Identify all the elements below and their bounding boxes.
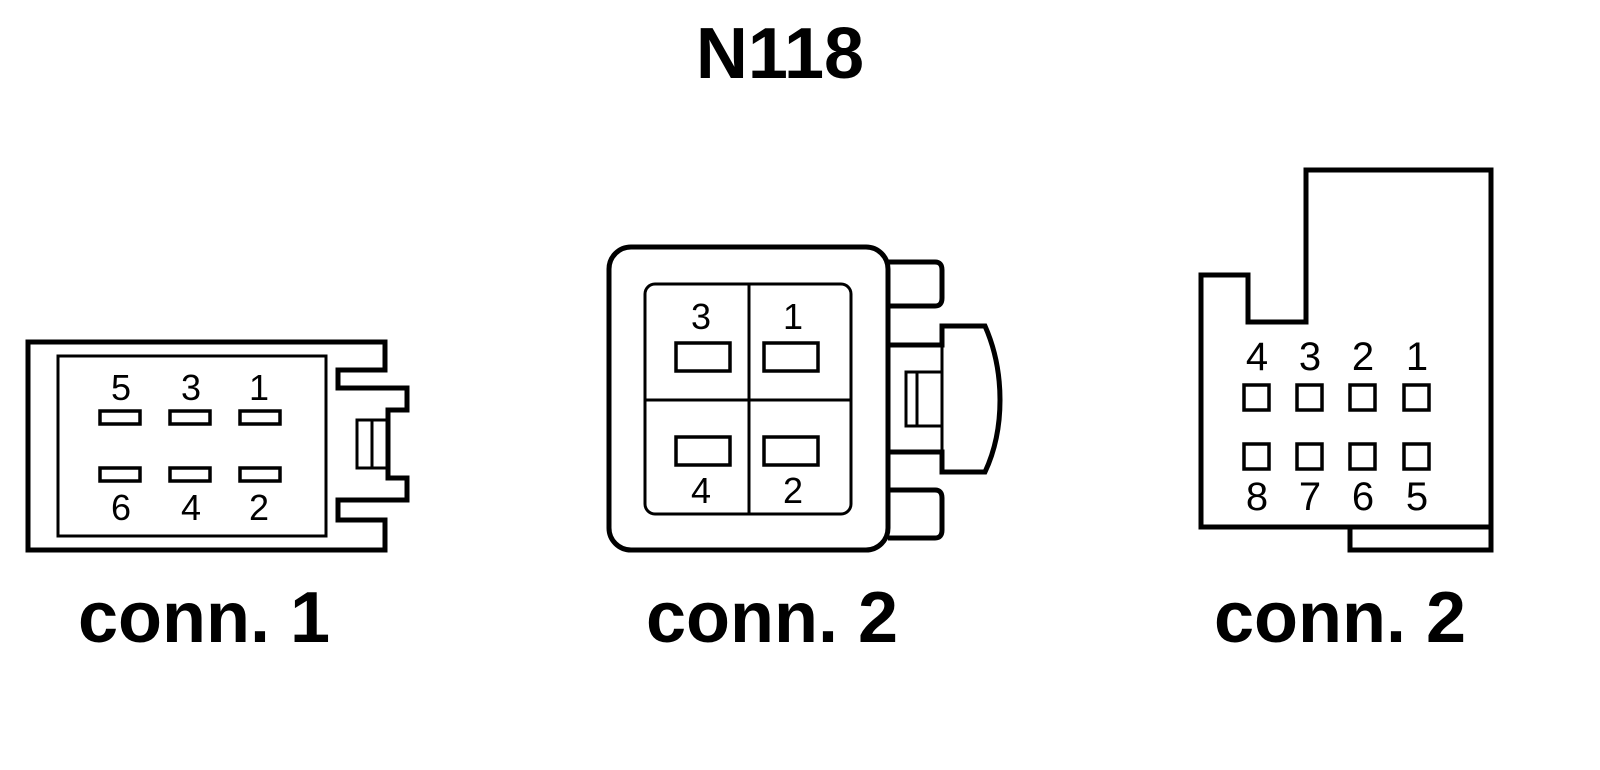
connector-2a-label: conn. 2 [646,578,898,658]
connector-1-pin-label: 1 [249,367,269,408]
connector-1-pin-4 [168,466,212,483]
connector-1-inner-frame [56,354,328,538]
connector-1-pin-2 [238,466,282,483]
connector-2b-pin-8 [1242,442,1271,471]
connector-2a-pin-4 [674,435,732,467]
connector-2b-label: conn. 2 [1214,578,1466,658]
connector-1-pin-3 [168,409,212,426]
connector-2b-pin-5 [1402,442,1431,471]
connector-2a-pin-label: 4 [691,470,711,511]
connector-2a-bottom-tab [888,487,945,541]
connector-2a-latch-slot [904,370,944,428]
connector-2a-housing [606,244,891,553]
connector-2b-pin-2 [1348,383,1377,412]
connector-2b-pin-label: 3 [1299,335,1321,379]
connector-2b-pin-label: 4 [1246,335,1268,379]
connector-2a-pin-3 [674,341,732,373]
connector-2b-pin-label: 7 [1299,475,1321,519]
connector-1-pin-1 [238,409,282,426]
connector-1-pin-6 [98,466,142,483]
connector-1-pin-label: 6 [111,487,131,528]
connector-2a-pin-1 [762,341,820,373]
connector-2b-pin-4 [1242,383,1271,412]
connector-2b-pin-label: 5 [1406,475,1428,519]
diagram-title: N118 [696,14,864,94]
connector-2b-pin-1 [1402,383,1431,412]
connector-2b-pin-label: 6 [1352,475,1374,519]
connector-1-pin-label: 2 [249,487,269,528]
connector-2b-pin-label: 8 [1246,475,1268,519]
connector-1-pin-label: 5 [111,367,131,408]
connector-1-pin-label: 3 [181,367,201,408]
connector-1-housing [25,339,410,553]
connector-2a: 3 1 4 2 conn. 2 [606,244,1003,658]
connector-2b-pin-label: 2 [1352,335,1374,379]
connector-2a-top-tab [888,259,945,309]
connector-2b-pin-7 [1295,442,1324,471]
connector-2b-pin-6 [1348,442,1377,471]
connector-2a-pin-label: 2 [783,470,803,511]
connector-1: 5 3 1 6 4 2 conn. 1 [25,339,410,658]
connector-2b-pin-3 [1295,383,1324,412]
connector-1-pin-label: 4 [181,487,201,528]
connector-1-label: conn. 1 [78,578,330,658]
connector-2b-housing [1198,167,1494,553]
connector-2a-pin-label: 1 [783,296,803,337]
connector-2a-latch [888,323,1003,475]
connector-2a-pin-2 [762,435,820,467]
connector-1-pin-5 [98,409,142,426]
connector-2a-pin-label: 3 [691,296,711,337]
connector-2b: 4 3 2 1 8 7 6 5 conn. 2 [1198,167,1494,658]
connector-2b-pin-label: 1 [1406,335,1428,379]
